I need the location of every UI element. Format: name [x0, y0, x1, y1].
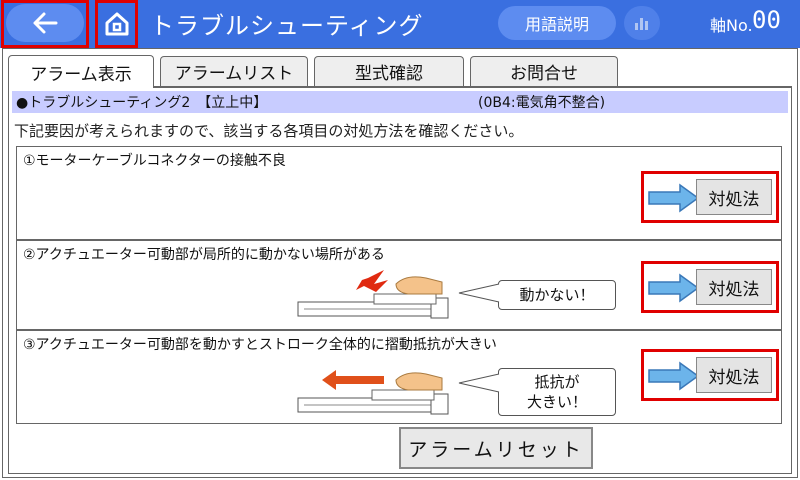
page-title: トラブルシューティング: [150, 12, 424, 40]
arrow-right-icon: [648, 273, 700, 303]
bubble-line-2: 大きい！: [526, 393, 587, 411]
tab-alarm-display[interactable]: アラーム表示: [8, 55, 154, 88]
cause-label-1: ①モーターケーブルコネクターの接触不良: [23, 153, 286, 169]
home-button[interactable]: [99, 4, 135, 44]
chart-button[interactable]: [624, 6, 660, 40]
remedy-label-3: 対処法: [696, 357, 772, 393]
home-icon: [105, 12, 129, 36]
trouble-title-bar: ●トラブルシューティング2 【立上中】 (0B4:電気角不整合): [12, 91, 788, 113]
tab-alarm-list[interactable]: アラームリスト: [160, 56, 308, 86]
actuator-resistance-illustration: [297, 370, 449, 415]
axis-number: 00: [752, 6, 781, 34]
home-highlight-frame: [95, 0, 138, 48]
tab-model-check[interactable]: 型式確認: [314, 56, 464, 86]
bubble-high-resistance: 抵抗が 大きい！: [498, 368, 616, 416]
header-bar: [0, 0, 800, 48]
remedy-label-1: 対処法: [696, 179, 772, 215]
alarm-reset-button[interactable]: アラームリセット: [399, 427, 593, 469]
axis-label: 軸No.: [710, 16, 753, 35]
trouble-title: ●トラブルシューティング2 【立上中】: [16, 95, 268, 111]
back-button[interactable]: [6, 4, 84, 42]
tab-contact[interactable]: お問合せ: [470, 56, 618, 86]
bubble-line-1: 抵抗が: [534, 373, 580, 391]
remedy-label-2: 対処法: [696, 269, 772, 305]
bar-chart-icon: [635, 18, 648, 30]
actuator-stuck-illustration: [297, 270, 449, 319]
arrow-right-icon: [648, 183, 700, 213]
arrow-right-icon: [648, 361, 700, 391]
tab-divider: [154, 86, 792, 88]
remedy-button-2[interactable]: 対処法: [641, 261, 779, 313]
bubble-pointer-2: [458, 283, 500, 303]
alarm-code: (0B4:電気角不整合): [478, 95, 606, 111]
intro-text: 下記要因が考えられますので、該当する各項目の対処方法を確認ください。: [14, 122, 524, 140]
cause-label-2: ②アクチュエーター可動部が局所的に動かない場所がある: [23, 247, 385, 263]
remedy-button-1[interactable]: 対処法: [641, 171, 779, 223]
cause-label-3: ③アクチュエーター可動部を動かすとストローク全体的に摺動抵抗が大きい: [23, 337, 497, 353]
glossary-button[interactable]: 用語説明: [498, 6, 616, 40]
bubble-not-moving: 動かない！: [498, 280, 616, 310]
remedy-button-3[interactable]: 対処法: [641, 349, 779, 401]
arrow-left-icon: [33, 12, 58, 34]
bubble-pointer-3: [458, 373, 500, 393]
back-highlight-frame: [1, 0, 89, 48]
